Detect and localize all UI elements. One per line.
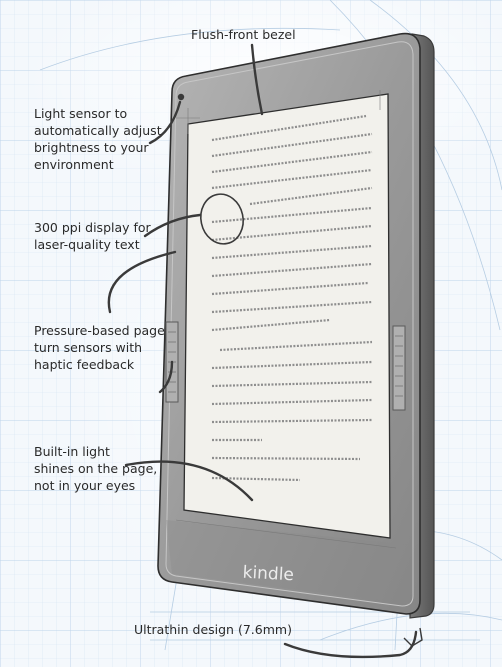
screen-text-line bbox=[211, 132, 373, 158]
callout-display-line: 300 ppi display for bbox=[34, 220, 151, 235]
callout-builtin-light-line: Built-in light bbox=[34, 444, 110, 459]
screen-text-line bbox=[211, 244, 373, 260]
kindle-logo: kindle bbox=[242, 563, 294, 586]
callout-bezel: Flush-front bezel bbox=[191, 26, 296, 43]
leader-light-sensor bbox=[148, 100, 182, 145]
leader-display bbox=[143, 213, 202, 238]
callout-pressure-line: haptic feedback bbox=[34, 357, 135, 372]
callout-display: 300 ppi display for laser-quality text bbox=[34, 219, 151, 253]
device-screen bbox=[175, 90, 397, 549]
screen-text-line bbox=[211, 318, 331, 332]
screen-text-line bbox=[211, 418, 373, 424]
screen-text-line bbox=[249, 186, 373, 206]
screen-text-line bbox=[211, 360, 373, 370]
callout-light-sensor-line: Light sensor to bbox=[34, 106, 128, 121]
leader-lines bbox=[107, 43, 418, 659]
callout-builtin-light-line: not in your eyes bbox=[34, 478, 136, 493]
screen-text-line bbox=[211, 168, 373, 190]
callout-bezel-line: Flush-front bezel bbox=[191, 27, 296, 42]
leader-haptic bbox=[158, 360, 174, 394]
callout-ultrathin: Ultrathin design (7.6mm) bbox=[134, 621, 292, 638]
leader-ultrathin bbox=[283, 630, 418, 659]
callout-builtin-light: Built-in light shines on the page, not i… bbox=[34, 443, 157, 494]
leader-bezel bbox=[250, 43, 264, 116]
callout-pressure-line: Pressure-based page bbox=[34, 323, 165, 338]
callout-light-sensor-line: brightness to your bbox=[34, 140, 149, 155]
callout-light-sensor: Light sensor to automatically adjust bri… bbox=[34, 105, 162, 173]
callout-display-line: laser-quality text bbox=[34, 237, 140, 252]
leader-builtin-light bbox=[124, 460, 254, 502]
screen-text-line bbox=[211, 380, 373, 388]
thickness-bracket bbox=[403, 627, 423, 647]
screen-text-line bbox=[211, 150, 373, 174]
screen-text-line bbox=[211, 456, 361, 461]
callout-light-sensor-line: automatically adjust bbox=[34, 123, 162, 138]
screen-text-line bbox=[219, 340, 373, 352]
ppi-highlight-circle bbox=[200, 193, 244, 245]
callout-pressure-line: turn sensors with bbox=[34, 340, 143, 355]
callout-builtin-light-line: shines on the page, bbox=[34, 461, 158, 476]
callout-light-sensor-line: environment bbox=[34, 157, 114, 172]
callout-ultrathin-line: Ultrathin design (7.6mm) bbox=[134, 622, 292, 637]
screen-text-line bbox=[211, 281, 369, 296]
screen-text-line bbox=[211, 300, 373, 314]
screen-text-line bbox=[211, 262, 373, 278]
screen-text-lines bbox=[211, 114, 373, 482]
screen-text-line bbox=[211, 224, 373, 242]
screen-text-line bbox=[211, 206, 373, 224]
screen-text-line bbox=[211, 114, 367, 142]
screen-text-line bbox=[211, 398, 373, 406]
leader-pressure bbox=[107, 250, 177, 314]
callout-pressure: Pressure-based page turn sensors with ha… bbox=[34, 322, 165, 373]
